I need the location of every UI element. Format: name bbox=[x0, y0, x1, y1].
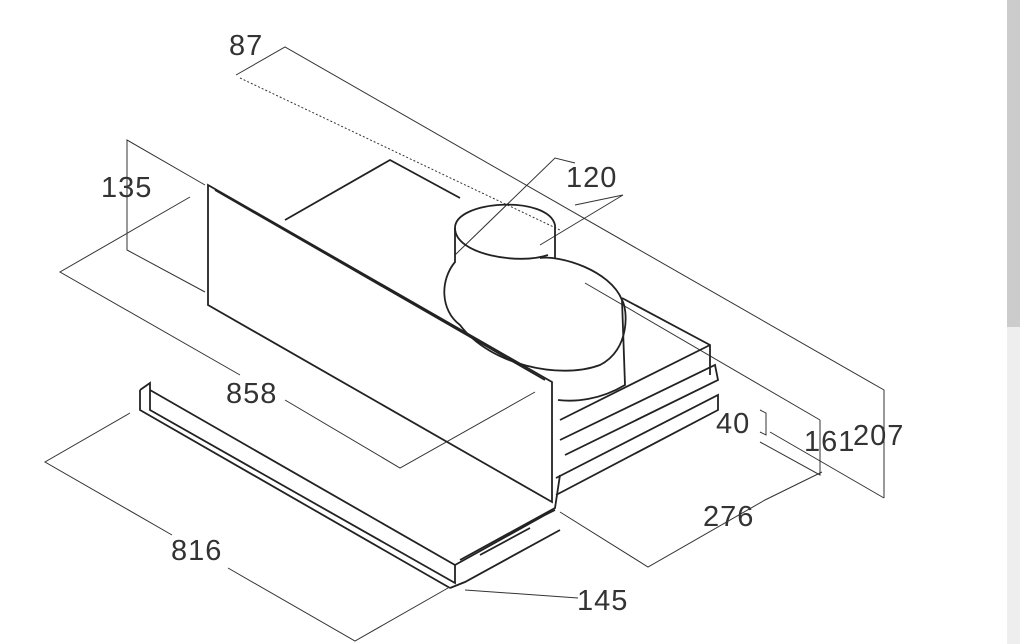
dim-145: 145 bbox=[577, 585, 629, 617]
dim-135: 135 bbox=[101, 172, 153, 204]
dim-858: 858 bbox=[226, 378, 278, 410]
scrollbar-thumb[interactable] bbox=[1007, 0, 1020, 327]
hood-body bbox=[139, 158, 720, 589]
dim-87: 87 bbox=[229, 30, 264, 62]
dim-161: 161 bbox=[804, 426, 856, 458]
vertical-scrollbar[interactable] bbox=[1007, 0, 1020, 644]
dim-207: 207 bbox=[853, 420, 905, 452]
dim-120: 120 bbox=[566, 162, 618, 194]
dim-816: 816 bbox=[171, 535, 223, 567]
dim-40: 40 bbox=[716, 408, 751, 440]
dim-276: 276 bbox=[703, 501, 755, 533]
dimension-lines bbox=[43, 46, 885, 642]
